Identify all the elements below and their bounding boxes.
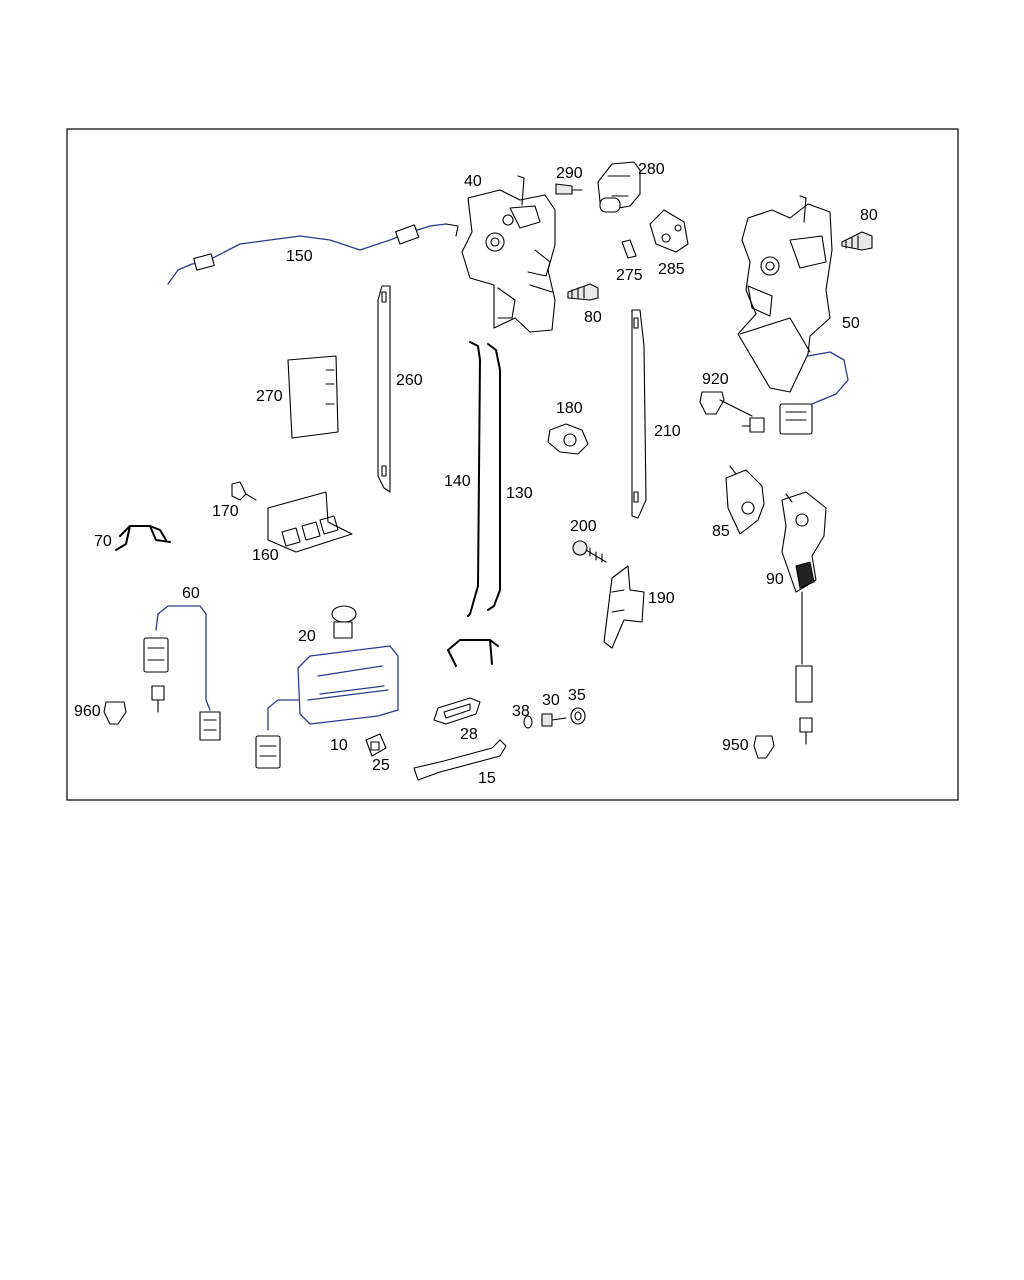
part-25-cover (365, 733, 387, 757)
label-30: 30 (542, 692, 560, 709)
label-130: 130 (506, 485, 533, 502)
label-275: 275 (616, 267, 643, 284)
part-15-outer-handle (413, 739, 507, 781)
label-200: 200 (570, 518, 597, 535)
part-275-pin (621, 239, 637, 259)
part-150-cable (167, 223, 459, 285)
label-20: 20 (298, 628, 316, 645)
part-140-rod (467, 341, 481, 617)
label-285: 285 (658, 261, 685, 278)
part-960-plug (103, 685, 165, 725)
part-60-wiring-harness (143, 605, 221, 741)
part-290-screw (555, 183, 583, 195)
part-285-plate (649, 209, 689, 253)
part-160-bracket (267, 491, 353, 553)
part-70-clip (115, 525, 171, 551)
part-50-lock-actuator (737, 195, 849, 435)
part-80-screw-b (841, 231, 873, 251)
part-200-screw (572, 540, 607, 563)
part-90-latch-with-cable (781, 491, 827, 703)
part-10-door-handle (255, 645, 399, 769)
part-270-pad (287, 355, 339, 439)
label-190: 190 (648, 590, 675, 607)
diagram-frame (66, 128, 959, 801)
label-35: 35 (568, 687, 586, 704)
part-28-seal (433, 697, 481, 725)
part-170-pin (231, 481, 257, 501)
part-20-bushing (331, 605, 357, 639)
label-10: 10 (330, 737, 348, 754)
label-160: 160 (252, 547, 279, 564)
label-290: 290 (556, 165, 583, 182)
label-25: 25 (372, 757, 390, 774)
label-270: 270 (256, 388, 283, 405)
label-280: 280 (638, 161, 665, 178)
label-210: 210 (654, 423, 681, 440)
label-15: 15 (478, 770, 496, 787)
part-920-plug (699, 391, 765, 433)
label-50: 50 (842, 315, 860, 332)
part-35-nut (570, 707, 586, 725)
label-960: 960 (74, 703, 101, 720)
label-150: 150 (286, 248, 313, 265)
label-920: 920 (702, 371, 729, 388)
part-130-rod (487, 343, 501, 611)
part-280-door-check-bracket (597, 161, 641, 213)
label-85: 85 (712, 523, 730, 540)
label-80-right: 80 (860, 207, 878, 224)
part-30-screw (541, 713, 567, 727)
part-clip-lower (447, 639, 499, 667)
part-180-clip (547, 423, 589, 455)
part-210-rod (631, 309, 647, 519)
label-90: 90 (766, 571, 784, 588)
part-950-plug (753, 717, 813, 759)
label-70: 70 (94, 533, 112, 550)
label-140: 140 (444, 473, 471, 490)
label-60: 60 (182, 585, 200, 602)
label-170: 170 (212, 503, 239, 520)
part-40-door-lock (461, 175, 556, 333)
part-85-latch-bracket (725, 465, 765, 535)
label-950: 950 (722, 737, 749, 754)
label-40: 40 (464, 173, 482, 190)
part-38-washer (523, 715, 533, 729)
label-38: 38 (512, 703, 530, 720)
label-28: 28 (460, 726, 478, 743)
label-180: 180 (556, 400, 583, 417)
part-190-bracket (603, 565, 645, 649)
part-260-rod (377, 285, 391, 493)
part-80-screw-a (567, 283, 599, 301)
label-260: 260 (396, 372, 423, 389)
label-80-left: 80 (584, 309, 602, 326)
